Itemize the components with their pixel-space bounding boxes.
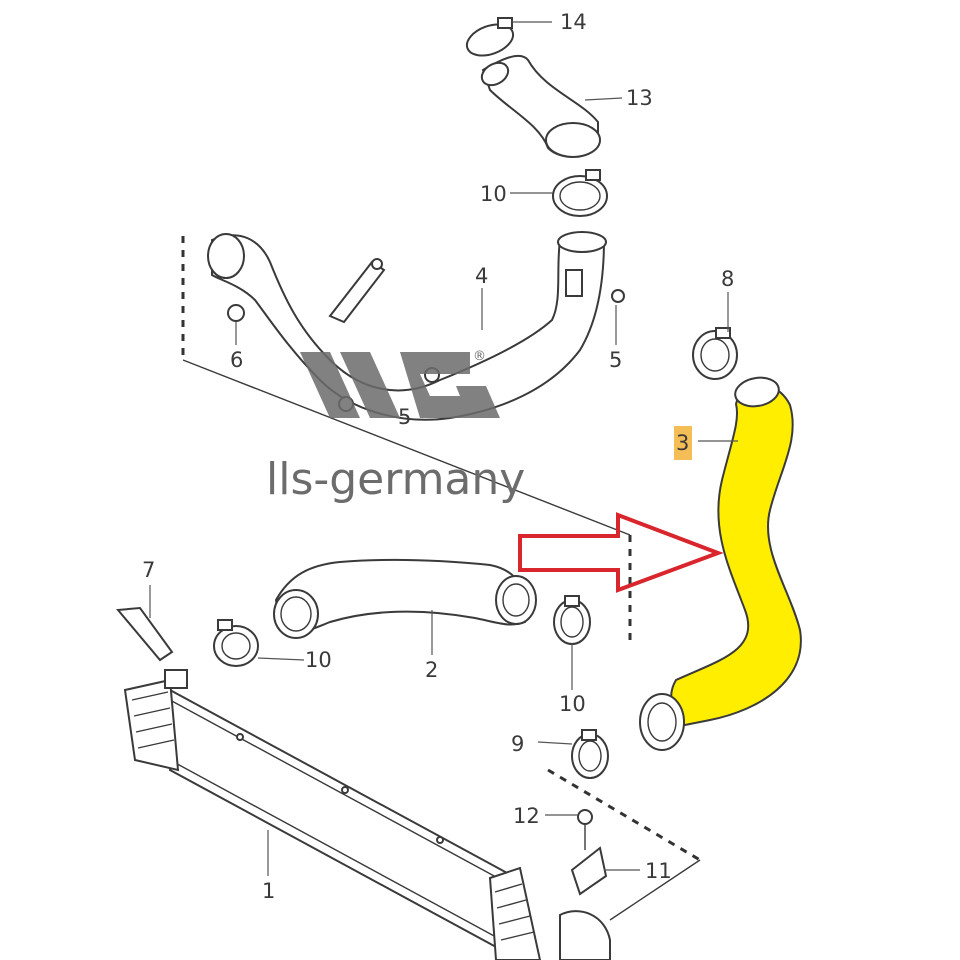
callout-10-left: 10 [305,648,332,672]
clamp-10-right [553,595,591,645]
callout-12: 12 [513,804,540,828]
hose-2 [273,558,537,639]
hose-13 [480,54,601,158]
callout-13: 13 [626,86,653,110]
callout-3-box [674,426,692,460]
callout-6: 6 [230,348,243,372]
callout-3: 3 [676,431,689,455]
strip-7 [116,606,174,662]
bracket-11 [570,846,608,896]
watermark-logo [300,352,500,418]
leader-lines [149,21,738,876]
callout-2: 2 [425,658,438,682]
clamp-10-top [552,169,608,217]
callout-7: 7 [142,558,155,582]
callout-5-right: 5 [609,348,622,372]
clamp-10-left [213,619,259,667]
callout-14: 14 [560,10,587,34]
assembly-boundaries [181,236,701,921]
callout-10-top: 10 [480,182,507,206]
bolt-12 [577,809,593,850]
callout-4: 4 [475,264,488,288]
intercooler-1 [123,669,611,960]
pointer-arrow [518,512,724,593]
callout-9: 9 [511,732,524,756]
hose-3-highlighted [639,376,802,751]
callout-1: 1 [262,879,275,903]
callout-8: 8 [721,267,734,291]
watermark-registered: ® [473,349,486,364]
callout-11: 11 [645,859,672,883]
clamp-9 [571,729,609,779]
callout-5-left: 5 [398,405,411,429]
watermark-text: lls-germany [266,454,525,505]
clamp-14 [465,17,515,57]
clamp-8 [692,327,738,380]
callout-numbers: 14 13 10 4 5 6 5 8 3 7 10 2 10 9 12 11 1 [142,10,734,903]
callout-10-right: 10 [559,692,586,716]
